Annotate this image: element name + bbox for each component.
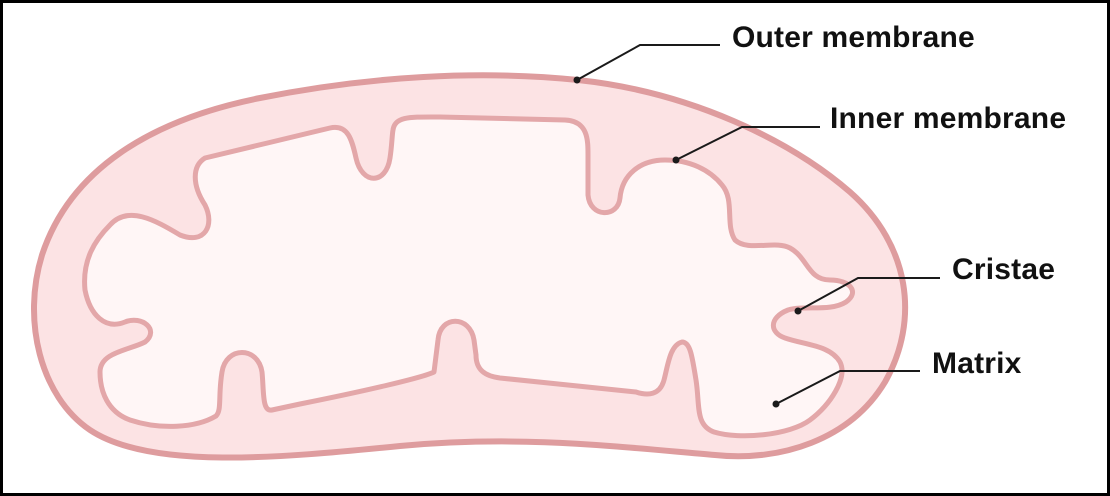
pointer-dot-outer-membrane (574, 77, 581, 84)
label-inner-membrane: Inner membrane (830, 101, 1066, 137)
label-matrix: Matrix (932, 346, 1022, 382)
leader-line-outer-membrane (577, 45, 720, 80)
label-cristae: Cristae (952, 252, 1055, 288)
label-outer-membrane: Outer membrane (732, 20, 975, 56)
pointer-dot-matrix (773, 401, 780, 408)
pointer-dot-inner-membrane (673, 157, 680, 164)
pointer-dot-cristae (795, 308, 802, 315)
